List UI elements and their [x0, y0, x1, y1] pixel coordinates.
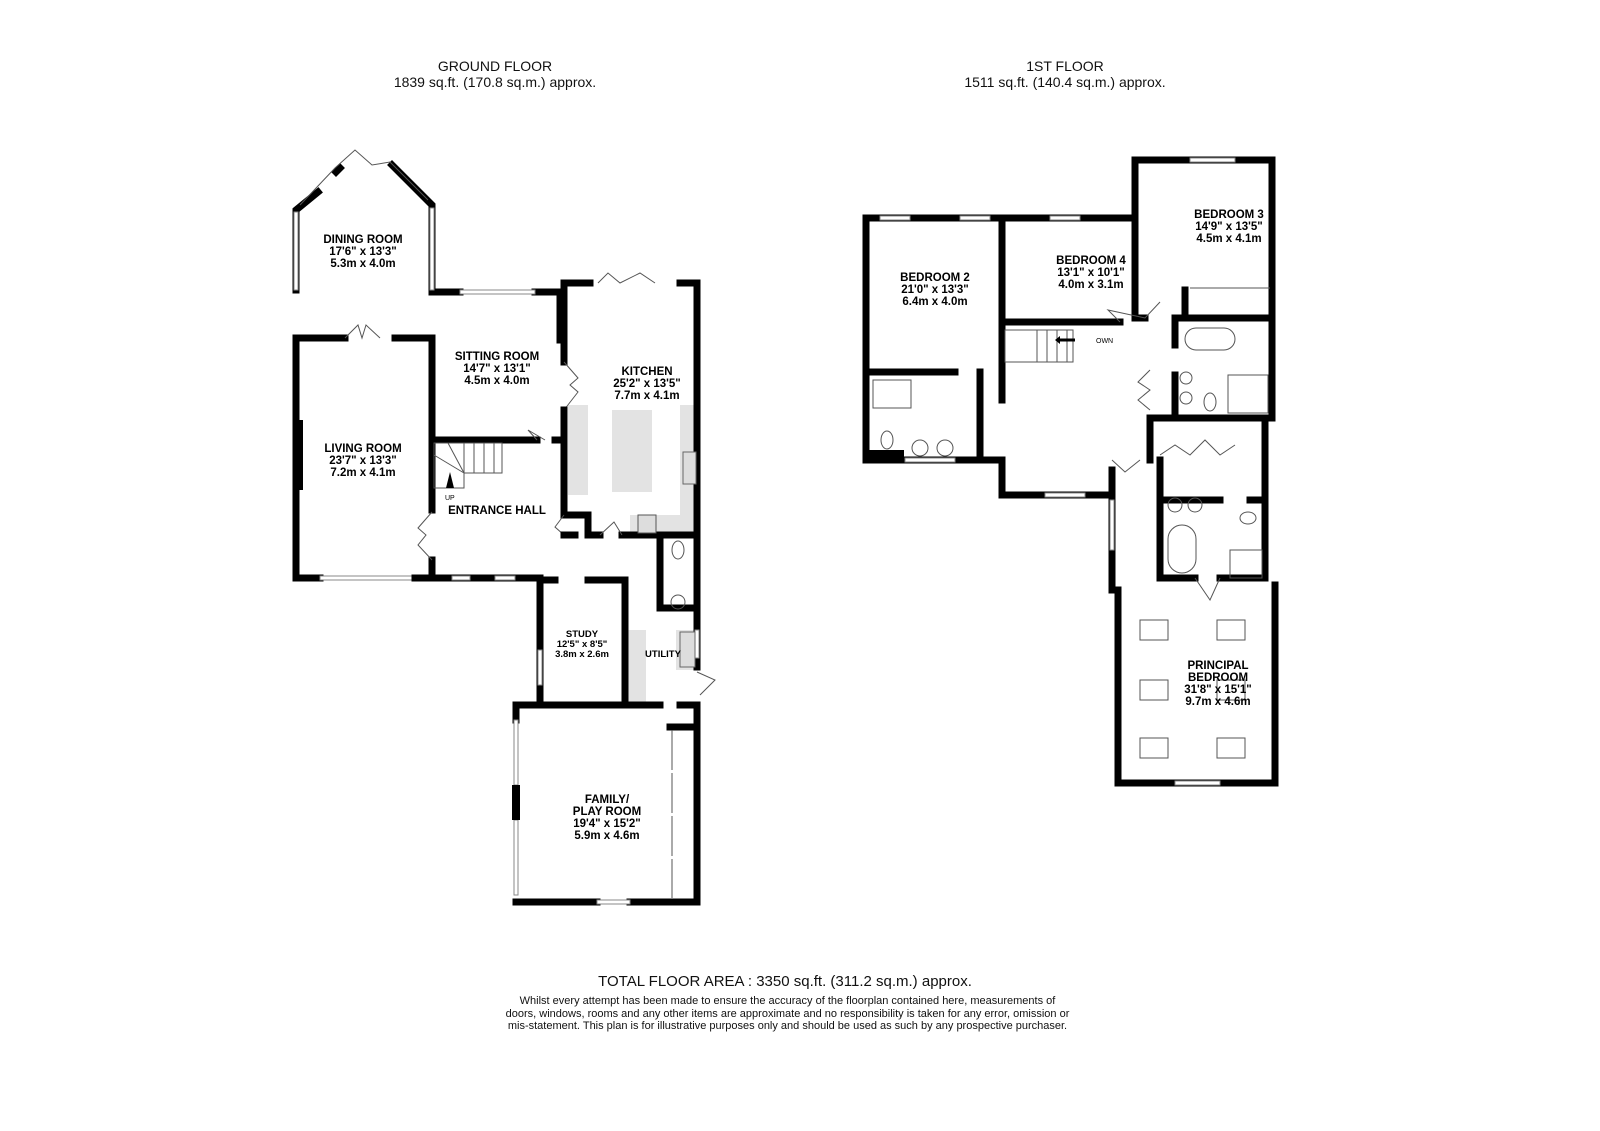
- kitchen-name: KITCHEN: [621, 366, 672, 378]
- study-imperial: 12'5" x 8'5": [557, 639, 608, 650]
- room-label-principal: PRINCIPAL BEDROOM 31'8" x 15'1" 9.7m x 4…: [1184, 660, 1252, 708]
- first-floor-area: 1511 sq.ft. (140.4 sq.m.) approx.: [964, 74, 1166, 90]
- kitchen-metric: 7.7m x 4.1m: [614, 390, 679, 402]
- utility-name: UTILITY: [645, 649, 682, 660]
- ground-floor-header: GROUND FLOOR 1839 sq.ft. (170.8 sq.m.) a…: [345, 58, 645, 90]
- family-name-1: FAMILY/: [585, 794, 630, 806]
- study-metric: 3.8m x 2.6m: [555, 649, 609, 660]
- first-floor-plan: [862, 156, 1279, 787]
- dining-name: DINING ROOM: [323, 234, 402, 246]
- room-label-family: FAMILY/ PLAY ROOM 19'4" x 15'2" 5.9m x 4…: [573, 794, 641, 842]
- sitting-imperial: 14'7" x 13'1": [463, 363, 531, 375]
- room-label-bed2: BEDROOM 2 21'0" x 13'3" 6.4m x 4.0m: [900, 272, 970, 308]
- family-metric: 5.9m x 4.6m: [574, 830, 639, 842]
- bed2-metric: 6.4m x 4.0m: [902, 296, 967, 308]
- room-label-study: STUDY 12'5" x 8'5" 3.8m x 2.6m: [555, 629, 609, 660]
- room-label-bed4: BEDROOM 4 13'1" x 10'1" 4.0m x 3.1m: [1056, 255, 1126, 291]
- principal-metric: 9.7m x 4.6m: [1185, 696, 1250, 708]
- principal-name-1: PRINCIPAL: [1187, 660, 1248, 672]
- living-imperial: 23'7" x 13'3": [329, 455, 397, 467]
- study-name: STUDY: [566, 629, 599, 640]
- total-floor-area: TOTAL FLOOR AREA : 3350 sq.ft. (311.2 sq…: [598, 973, 972, 990]
- bed3-name: BEDROOM 3: [1194, 209, 1264, 221]
- bed3-imperial: 14'9" x 13'5": [1195, 221, 1263, 233]
- room-label-sitting: SITTING ROOM 14'7" x 13'1" 4.5m x 4.0m: [455, 351, 539, 387]
- dining-metric: 5.3m x 4.0m: [330, 258, 395, 270]
- living-metric: 7.2m x 4.1m: [330, 467, 395, 479]
- bed3-metric: 4.5m x 4.1m: [1196, 233, 1261, 245]
- bed4-metric: 4.0m x 3.1m: [1058, 279, 1123, 291]
- bed4-imperial: 13'1" x 10'1": [1057, 267, 1125, 279]
- disclaimer: Whilst every attempt has been made to en…: [505, 995, 1070, 1032]
- sitting-metric: 4.5m x 4.0m: [464, 375, 529, 387]
- sitting-name: SITTING ROOM: [455, 351, 539, 363]
- bed2-name: BEDROOM 2: [900, 272, 970, 284]
- ground-floor-plan: [292, 149, 716, 906]
- bed4-name: BEDROOM 4: [1056, 255, 1126, 267]
- room-label-living: LIVING ROOM 23'7" x 13'3" 7.2m x 4.1m: [324, 443, 401, 479]
- room-label-kitchen: KITCHEN 25'2" x 13'5" 7.7m x 4.1m: [613, 366, 681, 402]
- first-floor-header: 1ST FLOOR 1511 sq.ft. (140.4 sq.m.) appr…: [915, 58, 1215, 90]
- dining-imperial: 17'6" x 13'3": [329, 246, 397, 258]
- hall-name: ENTRANCE HALL: [448, 505, 546, 517]
- bed2-imperial: 21'0" x 13'3": [901, 284, 969, 296]
- principal-imperial: 31'8" x 15'1": [1184, 684, 1252, 696]
- ground-floor-area: 1839 sq.ft. (170.8 sq.m.) approx.: [393, 74, 597, 90]
- stairs-down-label: OWN: [1096, 338, 1113, 345]
- ground-floor-title: GROUND FLOOR: [437, 58, 553, 74]
- stairs-up-label: UP: [445, 495, 455, 502]
- living-name: LIVING ROOM: [324, 443, 401, 455]
- room-label-dining: DINING ROOM 17'6" x 13'3" 5.3m x 4.0m: [323, 234, 402, 270]
- kitchen-imperial: 25'2" x 13'5": [613, 378, 681, 390]
- room-label-bed3: BEDROOM 3 14'9" x 13'5" 4.5m x 4.1m: [1194, 209, 1264, 245]
- principal-name-2: BEDROOM: [1188, 672, 1248, 684]
- family-imperial: 19'4" x 15'2": [573, 818, 641, 830]
- family-name-2: PLAY ROOM: [573, 806, 641, 818]
- first-floor-title: 1ST FLOOR: [1026, 58, 1104, 74]
